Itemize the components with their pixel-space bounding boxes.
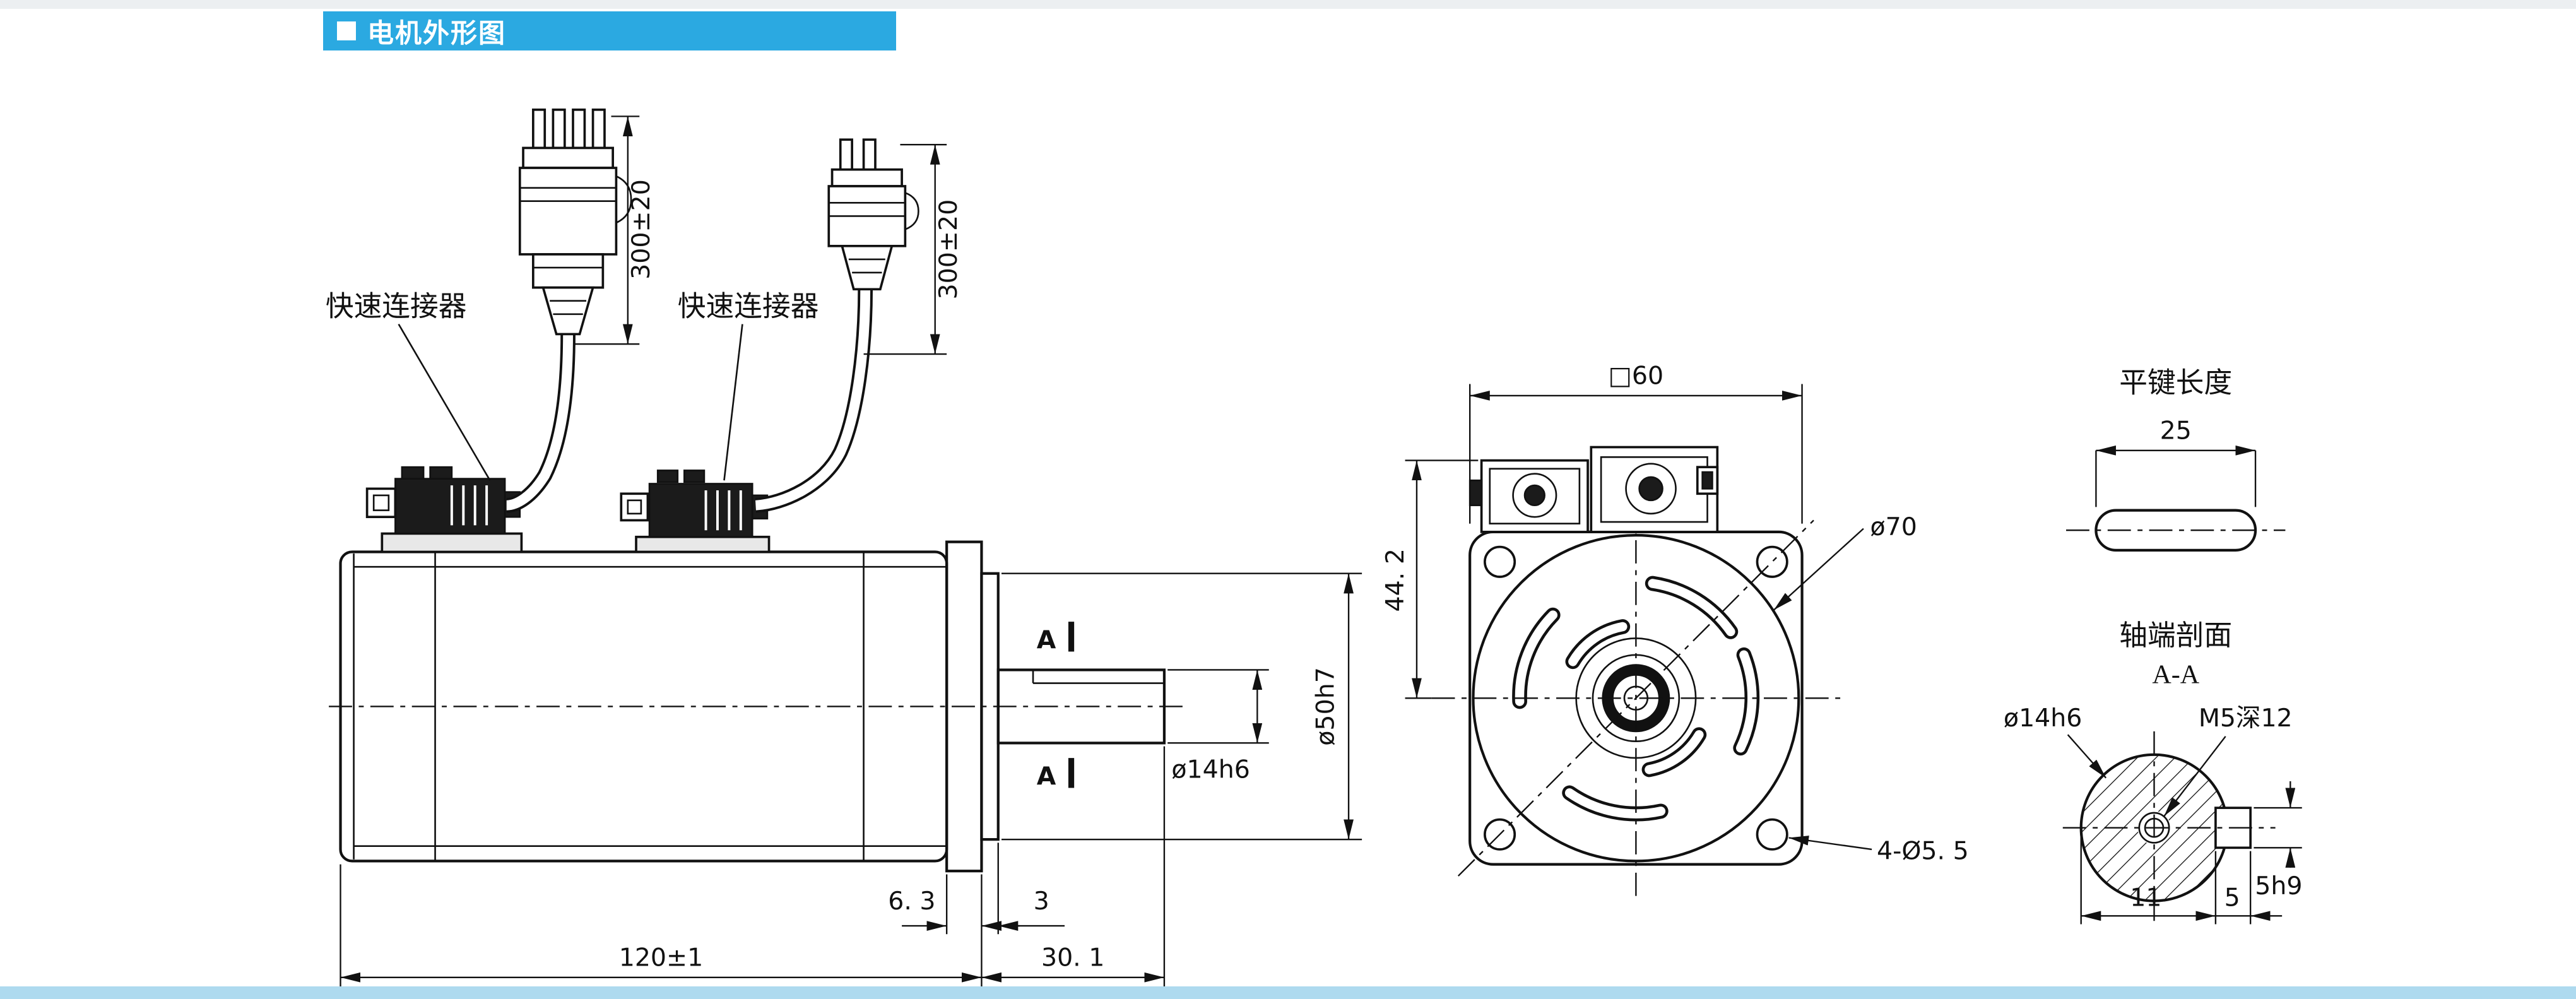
dim-key-len-text: 5 xyxy=(2224,883,2240,912)
mount-hole-bottom-right xyxy=(1756,818,1788,851)
section-marks: A A xyxy=(1037,622,1075,791)
dim-height-text: 44. 2 xyxy=(1381,548,1410,612)
dim-body-length-text: 120±1 xyxy=(619,943,704,972)
side-view: A A xyxy=(326,108,1362,988)
front-connector-right xyxy=(1590,446,1719,533)
dim-shaft-dia: ø14h6 xyxy=(1167,669,1269,784)
dim-pilot-depth-text: 3 xyxy=(1034,887,1049,916)
connector-labels: 快速连接器 快速连接器 xyxy=(326,289,819,481)
dim-pilot-dia: ø50h7 xyxy=(1001,572,1362,841)
front-diagonal-centerline xyxy=(1457,519,1814,877)
dim-shaft-length-text: 30. 1 xyxy=(1041,943,1104,972)
dim-section-shaft-dia: ø14h6 xyxy=(2004,704,2107,779)
section-label-bottom: A xyxy=(1037,762,1056,791)
dim-mount-holes-text: 4-Ø5. 5 xyxy=(1877,837,1969,866)
dims-bottom: 6. 3 3 120±1 30. 1 xyxy=(340,746,1166,988)
connector-block-left xyxy=(365,466,523,553)
title-square-icon xyxy=(337,21,356,40)
dim-cable-right: 300±20 xyxy=(863,143,963,355)
shaft xyxy=(996,668,1166,745)
section-title: 电机外形图 xyxy=(367,17,507,49)
mount-hole-top-left xyxy=(1484,545,1516,578)
connector-label-left: 快速连接器 xyxy=(326,289,467,322)
section-tap-text: M5深12 xyxy=(2199,704,2293,733)
top-strip xyxy=(0,0,2576,9)
dim-square-text: □60 xyxy=(1609,361,1664,390)
shaft-outline xyxy=(996,668,1166,745)
dim-mount-holes: 4-Ø5. 5 xyxy=(1788,836,1969,866)
key-view-title: 平键长度 xyxy=(2119,366,2232,399)
bottom-strip xyxy=(0,986,2576,999)
pilot-dia-text: ø50h7 xyxy=(1311,667,1340,746)
dim-flat-text: 11 xyxy=(2130,883,2161,912)
connector-label-right: 快速连接器 xyxy=(678,289,819,322)
section-title-bar: 电机外形图 xyxy=(323,11,896,50)
cable-dim-right-text: 300±20 xyxy=(934,199,963,300)
dim-key-width: 5h9 xyxy=(2254,781,2303,901)
dim-height: 44. 2 xyxy=(1381,459,1479,699)
cable-dim-left-text: 300±20 xyxy=(627,179,656,280)
key-length-text: 25 xyxy=(2160,416,2192,445)
connector-block-right xyxy=(620,470,771,553)
dim-body-circle-text: ø70 xyxy=(1870,512,1917,541)
mounting-holes xyxy=(1484,545,1788,851)
section-label-top: A xyxy=(1037,625,1056,654)
key-view: 平键长度 25 xyxy=(2066,366,2286,552)
connector-leader-left xyxy=(398,323,491,481)
dim-flange-thickness-text: 6. 3 xyxy=(888,887,935,916)
shaft-section-id: A-A xyxy=(2152,660,2199,690)
dim-cable-left: 300±20 xyxy=(572,115,656,345)
dim-square: □60 xyxy=(1469,361,1803,524)
front-view: □60 44. 2 ø70 4-Ø5. 5 xyxy=(1381,361,1969,903)
vent-slots xyxy=(1512,576,1760,822)
dim-body-circle: ø70 xyxy=(1773,512,1917,611)
section-shaft-dia-text: ø14h6 xyxy=(2004,704,2082,733)
dim-section-tap: M5深12 xyxy=(2163,704,2293,817)
shaft-dia-text: ø14h6 xyxy=(1171,755,1250,784)
cable-plug-left xyxy=(518,108,632,336)
shaft-section-view: 轴端剖面 A-A ø14h6 M5深12 xyxy=(2004,618,2303,928)
front-connector-left xyxy=(1468,459,1589,533)
dims-section-bottom: 11 5 xyxy=(2080,831,2283,925)
shaft-section-title: 轴端剖面 xyxy=(2119,618,2232,652)
key-width-text: 5h9 xyxy=(2255,872,2302,901)
connector-leader-right xyxy=(723,324,743,481)
cable-plug-right xyxy=(827,138,919,291)
cables xyxy=(505,289,873,513)
